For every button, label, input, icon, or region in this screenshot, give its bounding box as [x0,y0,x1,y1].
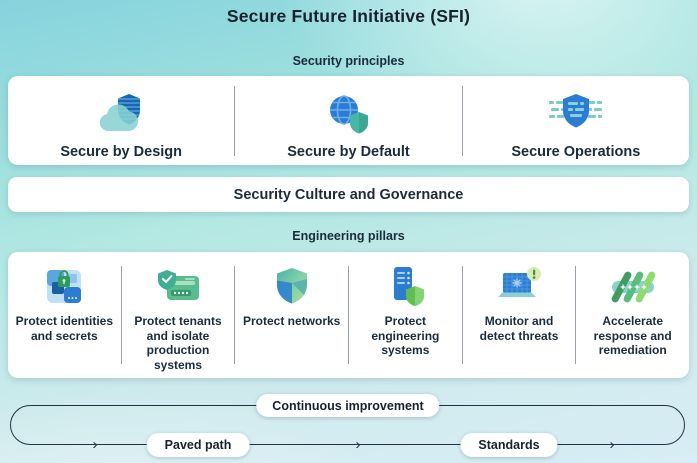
pillar-label: Accelerate response and remediation [593,314,672,358]
arrow-chevron-icon: › [92,436,98,453]
server-shield-icon [385,252,425,306]
principle-secure-operations: Secure Operations [463,76,689,165]
divider [461,266,463,364]
pillar-protect-engineering: Protect engineering systems [349,252,462,378]
engineering-pillars-card: Protect identities and secrets Protect t… [8,252,689,378]
network-shield-icon [273,252,311,306]
pillar-label: Monitor and detect threats [479,314,559,343]
arrow-chevron-icon: › [609,436,615,453]
paved-path-pill: Paved path [146,433,250,457]
divider [575,266,577,364]
security-principles-label: Security principles [292,54,405,68]
continuous-improvement-pill: Continuous improvement [256,394,440,417]
arrow-chevron-icon: › [355,436,361,453]
pillar-label: Protect identities and secrets [15,314,114,343]
principle-label: Secure by Default [287,144,410,160]
engineering-pillars-label: Engineering pillars [292,229,405,243]
principle-label: Secure Operations [511,144,641,160]
divider [461,85,463,156]
laptop-alert-icon [495,252,543,306]
divider [120,266,122,364]
security-culture-bar: Security Culture and Governance [8,177,689,212]
pillar-label: Protect engineering systems [371,314,440,358]
identity-lock-icon [44,252,84,306]
tenant-shield-check-icon [155,252,201,306]
principle-secure-by-default: Secure by Default [235,76,461,165]
cloud-shield-icon [96,76,146,135]
pillar-accelerate-response: Accelerate response and remediation [576,252,689,378]
standards-pill: Standards [460,433,558,457]
pillar-protect-tenants: Protect tenants and isolate production s… [122,252,235,378]
principle-label: Secure by Design [60,144,182,160]
security-principles-card: Secure by Design Secure by Default [8,76,689,165]
divider [234,266,236,364]
pillar-label: Protect tenants and isolate production s… [134,314,222,372]
globe-shield-icon [325,76,371,135]
pillar-monitor-threats: Monitor and detect threats [463,252,576,378]
pillar-protect-identities: Protect identities and secrets [8,252,121,378]
page-title: Secure Future Initiative (SFI) [226,6,471,26]
stripes-stars-icon [608,252,658,306]
pillar-label: Protect networks [243,314,341,328]
divider [234,85,236,156]
shield-operations-icon [547,76,605,135]
divider [348,266,350,364]
principle-secure-by-design: Secure by Design [8,76,234,165]
pillar-protect-networks: Protect networks [235,252,348,378]
